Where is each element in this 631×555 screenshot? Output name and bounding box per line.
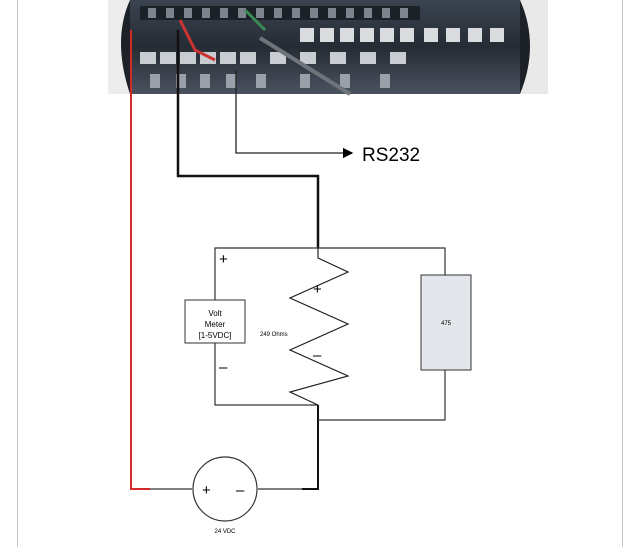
resistor-symbol [288, 248, 350, 406]
circuit-lines [150, 247, 446, 490]
figure-frame [17, 0, 623, 547]
resistor-minus-sign: – [313, 347, 322, 364]
supply-voltage-label: 24 VDC [214, 529, 236, 535]
volt-meter-label-line1: Volt [208, 309, 222, 318]
negative-wire [176, 30, 320, 490]
resistor-plus-sign: + [313, 281, 322, 298]
resistor-value-label: 249 Ohms [260, 332, 288, 338]
volt-meter-box [184, 299, 246, 344]
terminal-board-photo [108, 0, 548, 96]
device-475-label: 475 [441, 321, 452, 327]
positive-wire [130, 30, 150, 490]
device-475-box [420, 274, 472, 371]
rs232-wire [235, 70, 354, 159]
meter-plus-sign: + [219, 251, 228, 268]
volt-meter-label-line3: [1-5VDC] [199, 331, 232, 340]
supply-minus-sign: – [236, 482, 245, 499]
power-supply-symbol [192, 456, 258, 522]
rs232-label: RS232 [362, 145, 420, 166]
supply-plus-sign: + [202, 482, 211, 499]
meter-minus-sign: – [219, 359, 228, 376]
volt-meter-label-line2: Meter [205, 320, 226, 329]
